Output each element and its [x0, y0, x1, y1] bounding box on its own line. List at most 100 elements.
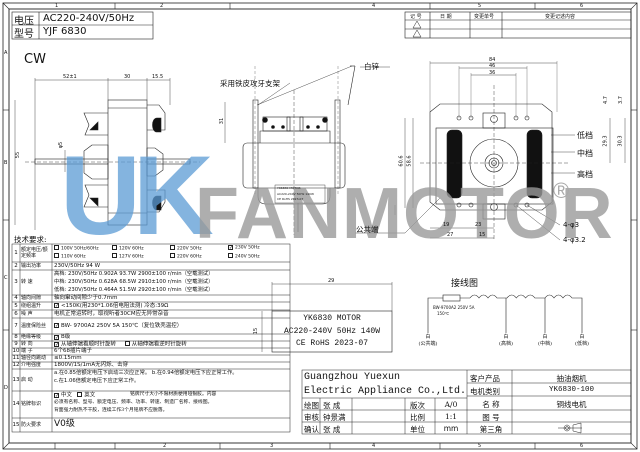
ruler-label: 2 [163, 443, 167, 449]
front-plate: YK6830 MOTOR AC220-240V 50Hz 140W CE RoH… [277, 186, 314, 203]
row-number: 13 [12, 376, 20, 383]
row-value: 230V/50Hz 94 W [54, 263, 100, 270]
checkbox[interactable]: ✓ [54, 393, 60, 399]
checkbox[interactable] [54, 245, 59, 250]
voltage-option[interactable]: 100V 50Hz/60Hz [54, 245, 99, 252]
rev-header-number: 变更单号 [474, 14, 495, 20]
option-label: 220V 50Hz [177, 246, 202, 252]
value-text: 从轴伸端看顺时针旋转 [61, 341, 117, 348]
row-name: 转 向 [21, 341, 33, 348]
voltage-label: 电压 [14, 16, 34, 27]
checkbox[interactable] [124, 341, 130, 347]
front-view [224, 65, 441, 235]
front-plate-line: AC220-240V 50Hz 140W [277, 191, 314, 196]
checkbox[interactable]: ✓ [54, 323, 60, 330]
front-plate-line: YK6830 MOTOR [277, 186, 301, 190]
row-number: 11 [12, 355, 20, 362]
ruler-label: 5 [478, 443, 482, 449]
dim-84: 84 [489, 57, 496, 63]
row-name: 轴径向跳动 [21, 355, 47, 362]
company-line: Electric Appliance Co.,Ltd. [304, 385, 467, 397]
voltage-option[interactable]: 120V 60Hz [112, 245, 144, 252]
checkbox[interactable] [54, 253, 59, 258]
row-value: ✓从轴伸端看顺时针旋转 从轴伸端看逆时针旋转 [54, 341, 187, 348]
row-value: ✓<150K(用230*1.06倍电阻法测) 冷态:39Ω [54, 303, 168, 310]
option-label: 100V 50Hz/60Hz [61, 246, 99, 252]
checkbox[interactable] [170, 253, 175, 258]
ruler-label: 3 [270, 443, 274, 449]
nameplate-width-dim: 29 [328, 278, 335, 284]
row-number: 8 [14, 334, 18, 341]
rear-view [404, 61, 626, 241]
row-number: 6 [14, 310, 18, 317]
model-label: 型号 [14, 29, 34, 40]
checkbox[interactable] [228, 253, 233, 258]
value-text: 从轴伸端看逆时针旋转 [131, 341, 187, 348]
checkbox[interactable] [112, 245, 117, 250]
value-text: 轴向窜动间隙少于0.7mm [54, 295, 118, 302]
option-label: 英文 [84, 392, 96, 399]
checkbox[interactable]: ✓ [228, 245, 234, 251]
row-line: c.在1.06倍额定电压下应正常工作。 [54, 378, 140, 384]
dim-23: 23 [475, 222, 482, 228]
voltage-option[interactable]: 110V 60Hz [54, 253, 86, 260]
terminal-name: (低档) [575, 341, 589, 347]
terminal-color: 白 [542, 334, 548, 340]
option-label: 220V 60Hz [177, 254, 202, 260]
dim-shaft-dia: φ5 [58, 141, 65, 149]
dim-46: 46 [489, 63, 496, 69]
option-label: 120V 60Hz [119, 246, 144, 252]
motor-type: YK6830-100 [548, 386, 594, 394]
dim-height: 55 [15, 151, 22, 159]
voltage-value: AC220-240V/50Hz [43, 13, 135, 24]
voltage-option[interactable]: ✓230V 50Hz [228, 245, 260, 251]
checkbox[interactable] [77, 392, 83, 397]
rev-header-content: 变更记述内容 [545, 14, 576, 20]
callout-common: 公共端 [356, 225, 379, 234]
voltage-option[interactable]: 220V 50Hz [170, 245, 202, 252]
value-text: V0级 [54, 419, 75, 430]
checkbox[interactable]: ✓ [54, 303, 60, 310]
row-name: 噪 声 [21, 310, 33, 317]
nameplate-line: YK6830 MOTOR [303, 314, 361, 323]
value-text: ≤0.15mm [54, 355, 82, 362]
nameplate-text: YK6830 MOTOR AC220-240V 50Hz 140W CE RoH… [272, 313, 392, 351]
option-label: 127V 60Hz [119, 254, 144, 260]
row-number: 15 [12, 421, 20, 428]
row-line: 低档: 230V/50Hz 0.464A 51.5W 2920±100 r/mi… [54, 287, 214, 293]
dim-60-6: 60.6 [398, 155, 405, 167]
dim-4-7: 4.7 [602, 96, 609, 104]
terminal-name: (中档) [538, 341, 552, 347]
voltage-option[interactable]: 127V 60Hz [112, 253, 144, 260]
row-value: 电机正常运转时，取视听者30CM应无异常杂音 [54, 311, 169, 318]
checkbox[interactable]: ✓ [54, 334, 60, 341]
tech-title: 技术要求: [14, 235, 47, 244]
voltage-option[interactable]: 240V 50Hz [228, 253, 260, 260]
checkbox[interactable] [112, 253, 117, 258]
unit: mm [443, 424, 459, 433]
value-text: 1800V/1S/1mA无闪烁、击穿 [54, 362, 129, 369]
drawn-by: 张 成 [323, 401, 341, 410]
ruler-label: 5 [478, 3, 482, 9]
row-name: 输出功率 [21, 262, 42, 269]
row-number: 1 [14, 249, 18, 256]
dim-rear: 15.5 [152, 74, 164, 80]
rotation-direction: CW [24, 52, 46, 67]
ruler-label: D [4, 385, 8, 391]
dim-36: 36 [489, 70, 496, 76]
row-name: 启 动 [21, 376, 33, 383]
company-name: Guangzhou Yuexun Electric Appliance Co.,… [304, 371, 466, 398]
checkbox[interactable]: ✓ [54, 342, 60, 349]
wiring-title: 接线图 [451, 279, 479, 289]
row-number: 14 [12, 401, 20, 408]
wiring-diagram [427, 294, 583, 333]
row-name: 绕组温升 [21, 302, 42, 309]
confirmed-by: 张 成 [323, 425, 341, 434]
dim-30-3: 30.3 [617, 135, 624, 147]
dim-shaft-length: 52±1 [63, 74, 77, 80]
dim-3-7: 3.7 [617, 96, 624, 104]
terminal-color: 白 [425, 334, 431, 340]
motor-type-label: 电机类别 [470, 387, 500, 396]
checkbox[interactable] [170, 245, 175, 250]
voltage-option[interactable]: 220V 60Hz [170, 253, 202, 260]
